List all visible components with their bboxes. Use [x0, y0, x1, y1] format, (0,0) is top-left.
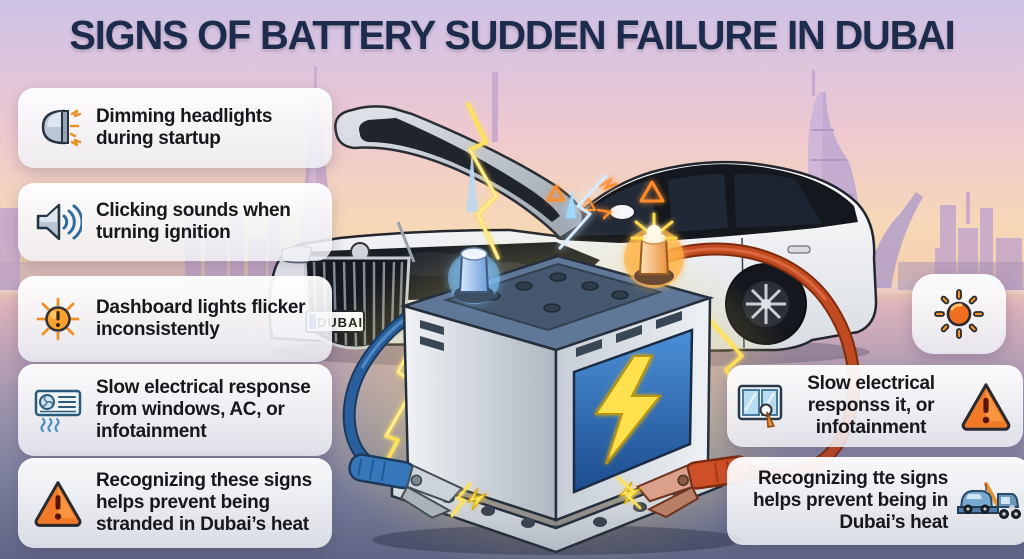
- clamp-sparks: [450, 476, 642, 518]
- warning-triangle-icon: [957, 380, 1015, 432]
- slope-building: [862, 192, 923, 288]
- rear-door-window: [734, 173, 822, 228]
- sign-text: Recognizing these signs helps prevent be…: [96, 469, 312, 536]
- tow-truck-icon: [956, 478, 1022, 524]
- sign-text: Dashboard lights flicker inconsistently: [96, 296, 306, 340]
- headlight-icon: [30, 104, 86, 152]
- sun-card: [912, 274, 1006, 354]
- sign-card-recognize-signs: Recognizing these signs helps prevent be…: [18, 458, 332, 548]
- ac-unit-icon: [30, 385, 86, 435]
- speaker-icon: [30, 198, 86, 246]
- sign-text: Slow electrical response from windows, A…: [96, 376, 311, 443]
- sign-text: Dimming headlights during startup: [96, 105, 273, 149]
- window-warning-icons: [546, 176, 665, 220]
- clamp-blue: [348, 453, 464, 519]
- page-title: SIGNS OF BATTERY SUDDEN FAILURE IN DUBAI: [69, 12, 955, 58]
- window-switch-icon: [735, 383, 785, 429]
- sign-card-slow-electrical-right: Slow electrical responss it, or infotain…: [727, 365, 1023, 447]
- sign-card-dashboard-flicker: Dashboard lights flicker inconsistently: [18, 276, 332, 362]
- car-hood-open: [334, 105, 585, 263]
- battery-lightning-bolt: [594, 355, 663, 465]
- dashboard-warning-icon: [30, 294, 86, 344]
- front-door-window: [668, 174, 728, 232]
- warning-triangle-icon: [30, 478, 86, 528]
- sign-card-clicking-sounds: Clicking sounds when turning ignition: [18, 183, 332, 261]
- side-mirror: [608, 203, 636, 221]
- sign-text: Clicking sounds when turning ignition: [96, 199, 291, 243]
- sign-text: Recognizing tte signs helps prevent bein…: [752, 467, 948, 534]
- window-spire-glow: [566, 190, 576, 218]
- sign-card-slow-electrical: Slow electrical response from windows, A…: [18, 364, 332, 456]
- door-handle: [787, 245, 811, 254]
- battery-terminal-positive: [624, 212, 684, 288]
- battery-terminal-negative: [448, 247, 500, 304]
- sign-card-dimming-headlights: Dimming headlights during startup: [18, 88, 332, 168]
- hood-skyline-reflection: [466, 150, 478, 212]
- battery: [390, 212, 724, 554]
- sign-text: Slow electrical responss it, or infotain…: [807, 372, 935, 439]
- sign-card-recognize-signs-right: Recognizing tte signs helps prevent bein…: [727, 457, 1024, 545]
- hood-strut: [396, 221, 416, 263]
- sun-icon: [932, 287, 986, 341]
